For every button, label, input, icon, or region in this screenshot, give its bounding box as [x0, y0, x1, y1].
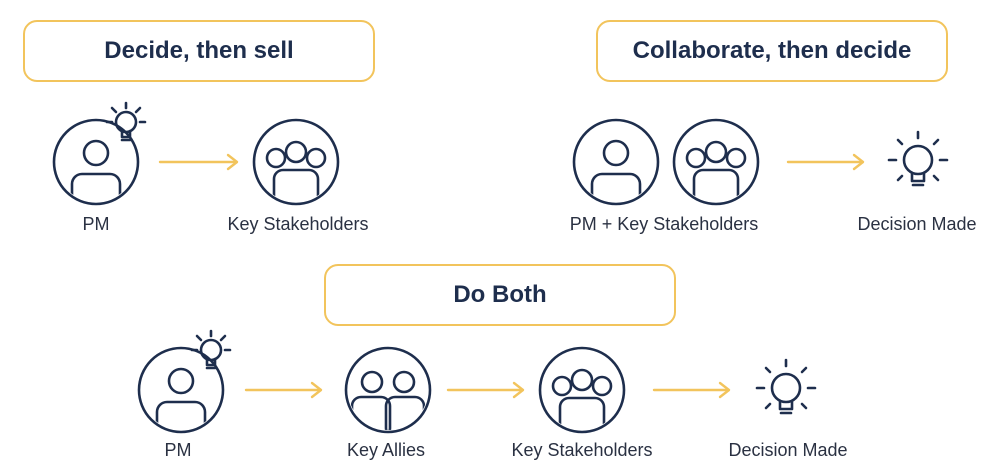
flow-arrow	[652, 381, 731, 399]
pm-person-icon	[137, 346, 225, 434]
label-key-stakeholders: Key Stakeholders	[227, 214, 369, 234]
section-title-do-both: Do Both	[324, 264, 676, 326]
label-pm-plus-stakeholders: PM + Key Stakeholders	[569, 214, 759, 234]
label-key-allies: Key Allies	[346, 440, 426, 460]
label-key-stakeholders: Key Stakeholders	[511, 440, 653, 460]
label-pm: PM	[164, 440, 192, 460]
flow-arrow	[786, 153, 865, 171]
label-decision-made: Decision Made	[857, 214, 977, 234]
decision-lightbulb-icon	[755, 358, 817, 415]
stakeholders-group-icon	[672, 118, 760, 206]
lightbulb-icon	[190, 329, 232, 370]
decision-lightbulb-icon	[887, 130, 949, 187]
allies-pair-icon	[344, 346, 432, 434]
lightbulb-icon	[105, 101, 147, 142]
flow-arrow	[446, 381, 525, 399]
section-title-text: Decide, then sell	[104, 37, 294, 64]
stakeholders-group-icon	[538, 346, 626, 434]
stakeholders-group-icon	[252, 118, 340, 206]
label-decision-made: Decision Made	[728, 440, 848, 460]
pm-person-icon	[52, 118, 140, 206]
section-title-collaborate-then-decide: Collaborate, then decide	[596, 20, 948, 82]
flow-arrow	[244, 381, 323, 399]
section-title-decide-then-sell: Decide, then sell	[23, 20, 375, 82]
flow-arrow	[158, 153, 239, 171]
section-title-text: Collaborate, then decide	[632, 37, 912, 64]
pm-person-icon	[572, 118, 660, 206]
label-pm: PM	[82, 214, 110, 234]
section-title-text: Do Both	[453, 281, 547, 308]
